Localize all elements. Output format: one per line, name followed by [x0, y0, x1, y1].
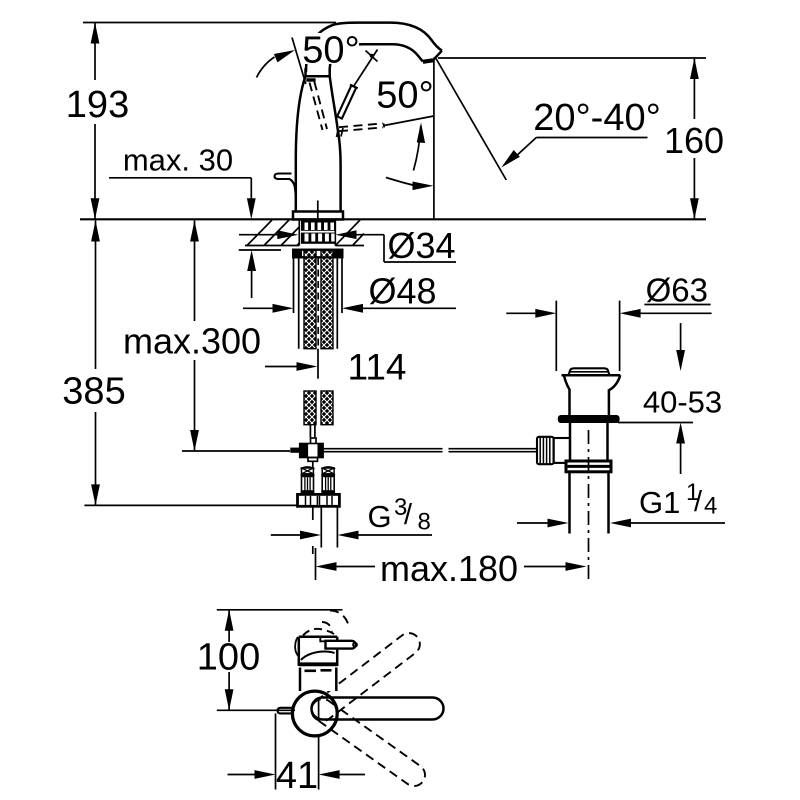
svg-text:max.300: max.300	[123, 321, 261, 362]
svg-text:3: 3	[394, 494, 407, 521]
svg-text:193: 193	[66, 84, 129, 126]
svg-text:max.180: max.180	[380, 548, 518, 589]
svg-text:max. 30: max. 30	[123, 143, 233, 178]
svg-text:G: G	[368, 499, 392, 534]
svg-text:8: 8	[418, 509, 431, 536]
svg-text:/: /	[404, 499, 413, 531]
svg-text:160: 160	[664, 120, 724, 161]
svg-text:50°: 50°	[302, 30, 359, 72]
svg-text:1: 1	[686, 479, 699, 506]
svg-text:50°: 50°	[376, 75, 433, 117]
svg-text:385: 385	[62, 371, 125, 413]
svg-text:20°-40°: 20°-40°	[533, 97, 661, 139]
svg-text:40-53: 40-53	[643, 385, 722, 420]
svg-text:41: 41	[276, 755, 318, 797]
svg-text:114: 114	[348, 347, 407, 388]
svg-text:/: /	[694, 486, 703, 518]
svg-text:4: 4	[704, 493, 717, 520]
svg-text:Ø34: Ø34	[387, 225, 455, 266]
svg-text:Ø63: Ø63	[646, 272, 708, 309]
svg-text:G1: G1	[639, 485, 680, 520]
svg-text:Ø48: Ø48	[368, 271, 436, 312]
svg-text:100: 100	[197, 637, 260, 679]
